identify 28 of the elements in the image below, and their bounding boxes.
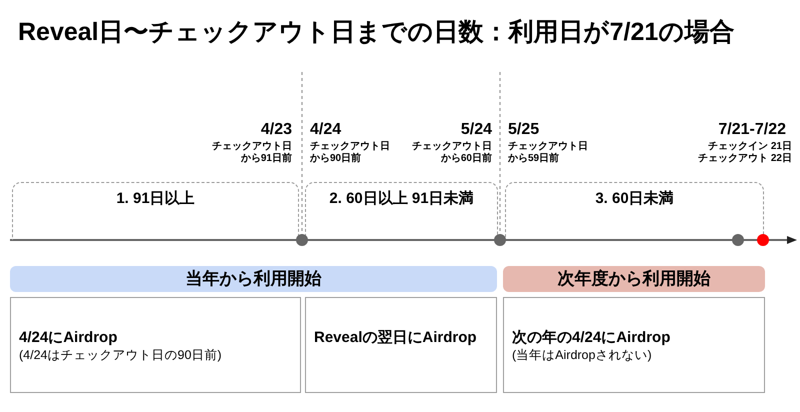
- period-label: 2. 60日以上 91日未満: [329, 189, 474, 209]
- phase-band: [10, 266, 497, 292]
- date-note: チェックアウト日から59日前: [508, 141, 589, 165]
- airdrop-heading: 4/24にAirdrop: [19, 328, 118, 347]
- phase-title: 次年度から利用開始: [558, 268, 710, 290]
- date-label: 4/23: [260, 121, 292, 139]
- airdrop-note: (4/24はチェックアウト日の90日前): [19, 347, 222, 364]
- date-label: 4/24: [310, 121, 342, 139]
- stay-note: チェックイン 21日: [708, 141, 792, 153]
- airdrop-note: (当年はAirdropされない): [512, 347, 652, 364]
- info-box: [503, 297, 765, 393]
- date-note: チェックアウト日から60日前: [411, 141, 492, 165]
- diagram-title: Reveal日〜チェックアウト日までの日数：利用日が7/21の場合: [18, 17, 734, 47]
- stay-note: チェックアウト 22日: [698, 153, 792, 165]
- date-note: チェックアウト日から90日前: [310, 141, 391, 165]
- phase-title: 当年から利用開始: [186, 268, 322, 290]
- date-label: 7/21-7/22: [718, 121, 786, 139]
- date-label: 5/24: [460, 121, 492, 139]
- airdrop-heading: 次の年の4/24にAirdrop: [512, 328, 670, 347]
- date-note: チェックアウト日から91日前: [211, 141, 292, 165]
- info-box: [305, 297, 497, 393]
- phase-band: [503, 266, 765, 292]
- airdrop-heading: Revealの翌日にAirdrop: [314, 328, 477, 347]
- info-box: [10, 297, 301, 393]
- period-bracket: [12, 182, 299, 240]
- period-label: 3. 60日未満: [595, 189, 674, 209]
- date-label: 5/25: [508, 121, 540, 139]
- period-label: 1. 91日以上: [116, 189, 195, 209]
